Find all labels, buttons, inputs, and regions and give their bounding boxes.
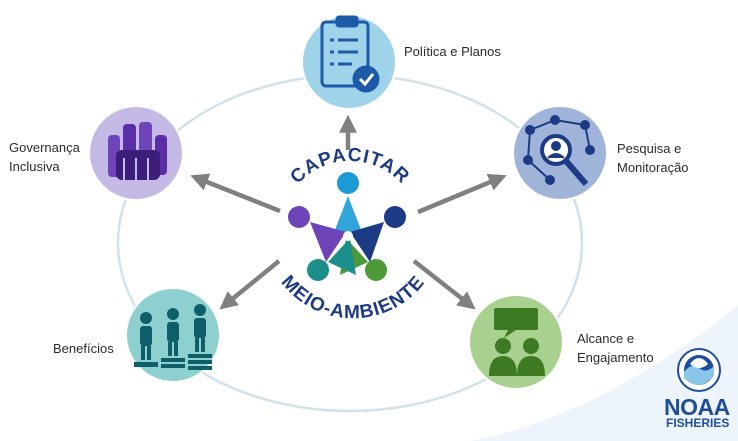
people-chat-icon (489, 308, 545, 376)
label-governanca: Governança Inclusiva (9, 140, 80, 174)
people-podium-icon (134, 304, 212, 370)
node-governanca (88, 105, 184, 201)
fisheries-wordmark: FISHERIES (666, 416, 730, 430)
label-politica: Política e Planos (404, 44, 501, 59)
center-title-bottom: MEIO-AMBIENTE (277, 272, 429, 324)
politica-circle (301, 14, 397, 110)
network-search-icon (523, 115, 595, 186)
arrow-to-alcance (412, 259, 476, 310)
label-alcance: Alcance e Engajamento (577, 331, 654, 365)
noaa-wordmark: NOAA (664, 394, 730, 420)
team-circle-icon (288, 172, 406, 281)
label-pesquisa: Pesquisa e Monitoração (617, 141, 689, 175)
label-beneficios: Benefícios (53, 341, 114, 356)
raised-hands-icon (108, 122, 167, 180)
arrows (190, 114, 507, 310)
node-beneficios (125, 287, 221, 383)
node-pesquisa (512, 105, 608, 201)
clipboard-check-icon (320, 15, 380, 93)
node-alcance (468, 294, 564, 390)
arrow-to-pesquisa (417, 173, 507, 215)
noaa-logo (677, 348, 721, 392)
arrow-to-governanca (190, 173, 281, 214)
background-swoosh (470, 305, 738, 441)
node-politica (301, 14, 397, 110)
arrow-to-beneficios (219, 259, 281, 310)
